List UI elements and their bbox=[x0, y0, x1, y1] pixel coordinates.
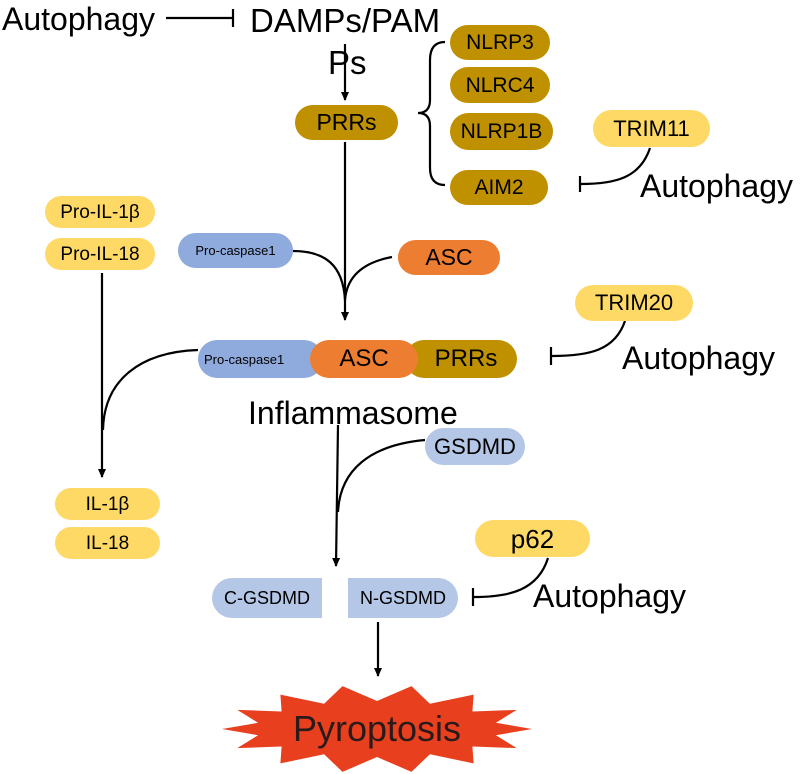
pro-il1b-node: Pro-IL-1β bbox=[45, 196, 155, 228]
damps-pamps-label-line2: Ps bbox=[328, 44, 367, 81]
autophagy-label-top: Autophagy bbox=[2, 1, 156, 37]
join-curve-caspase-cleavage bbox=[101, 348, 199, 431]
inflammasome-label: Inflammasome bbox=[248, 395, 458, 431]
trim11-node: TRIM11 bbox=[593, 110, 710, 147]
autophagy-label-aim2: Autophagy bbox=[640, 168, 794, 204]
damps-pamps-label-line1: DAMPs/PAM bbox=[250, 2, 441, 39]
il1b-node: IL-1β bbox=[55, 488, 160, 520]
p62-node: p62 bbox=[475, 520, 590, 557]
autophagy-label-inflammasome: Autophagy bbox=[622, 340, 776, 376]
arrow-inflammasome-to-gsdmd-cleavage bbox=[332, 424, 341, 567]
complex-asc: ASC bbox=[310, 340, 418, 378]
trim20-node: TRIM20 bbox=[575, 285, 693, 321]
pyroptosis-label: Pyroptosis bbox=[292, 708, 462, 749]
nlrp3-node: NLRP3 bbox=[450, 25, 550, 60]
pro-caspase1-node: Pro-caspase1 bbox=[178, 233, 293, 268]
join-curve-gsdmd bbox=[336, 438, 426, 513]
aim2-node: AIM2 bbox=[450, 170, 548, 205]
c-gsdmd-node: C-GSDMD bbox=[212, 578, 322, 618]
nlrp1b-node: NLRP1B bbox=[450, 113, 553, 150]
trim11-inhibit-curve bbox=[580, 147, 652, 186]
il18-node: IL-18 bbox=[55, 527, 160, 559]
p62-inhibit-curve bbox=[473, 557, 550, 599]
nlrc4-node: NLRC4 bbox=[450, 67, 550, 103]
trim20-inhibit-curve bbox=[551, 320, 627, 358]
autophagy-label-ngsdmd: Autophagy bbox=[533, 578, 687, 614]
pro-il18-node: Pro-IL-18 bbox=[45, 238, 155, 270]
complex-pro-caspase1: Pro-caspase1 bbox=[198, 340, 323, 378]
prrs-node: PRRs bbox=[295, 105, 398, 140]
n-gsdmd-node: N-GSDMD bbox=[348, 578, 458, 618]
join-curve-pro-caspase1 bbox=[292, 249, 347, 301]
gsdmd-node: GSDMD bbox=[425, 428, 525, 465]
asc-node: ASC bbox=[398, 240, 500, 275]
complex-prrs: PRRs bbox=[405, 340, 517, 378]
prr-family-brace bbox=[417, 40, 446, 187]
pyroptosis-starburst bbox=[222, 686, 532, 772]
join-curve-asc bbox=[343, 255, 393, 301]
